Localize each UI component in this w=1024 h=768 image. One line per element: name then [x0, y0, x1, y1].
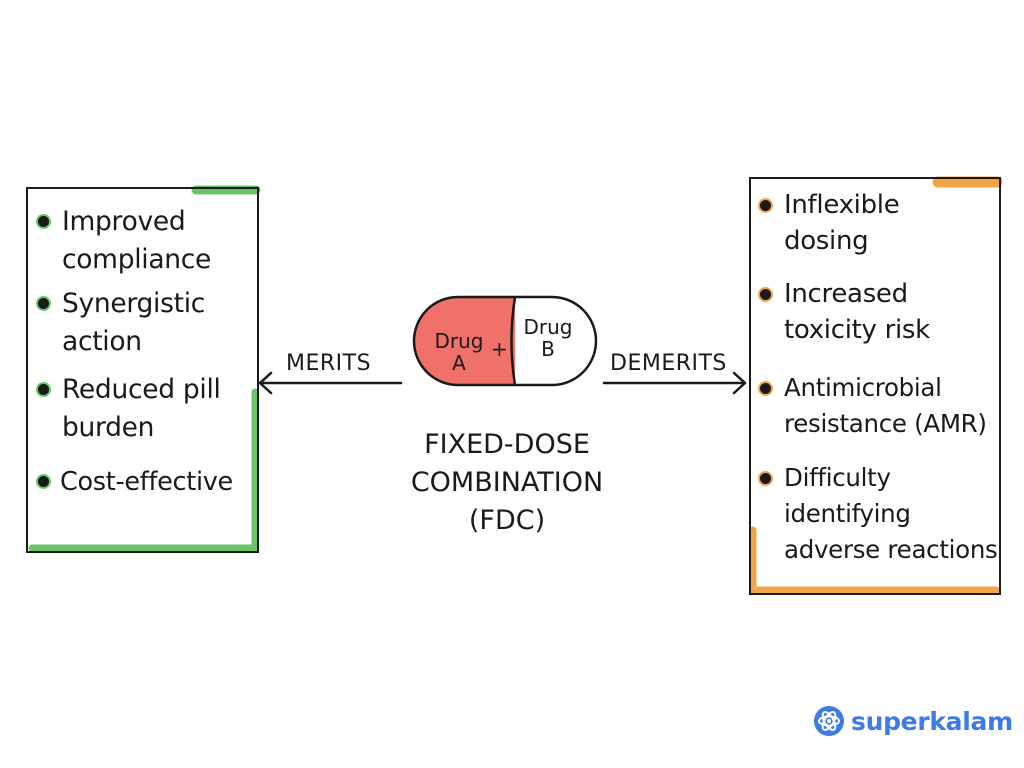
bullet-icon [38, 216, 49, 227]
brand-name: superkalam [851, 706, 1013, 736]
pill-plus: + [491, 337, 508, 361]
merits-item: Improved compliance [36, 203, 258, 285]
demerits-item-text: Increased toxicity risk [784, 279, 930, 345]
demerits-label: DEMERITS [610, 351, 727, 376]
bullet-icon [760, 383, 771, 394]
merits-item-text: Improved compliance [62, 206, 212, 275]
bullet-icon [38, 476, 49, 487]
merits-item-text: Synergistic action [62, 288, 206, 357]
pill-capsule-icon [412, 295, 598, 387]
bullet-icon [38, 298, 49, 309]
bullet-icon [760, 473, 771, 484]
merits-item: Synergistic action [36, 285, 258, 371]
merits-label: MERITS [286, 351, 372, 376]
brand-logo: superkalam [813, 705, 1013, 737]
merits-list: Improved compliance Synergistic action R… [36, 203, 258, 501]
merits-box [26, 187, 259, 553]
bullet-icon [760, 200, 771, 211]
center-title: FIXED-DOSE COMBINATION (FDC) [410, 429, 604, 536]
demerits-item-text: Antimicrobial resistance (AMR) [784, 373, 987, 438]
pill-right-label: Drug B [523, 315, 573, 361]
brand-logo-icon [814, 706, 844, 736]
pill-left-label: Drug A [434, 329, 484, 375]
demerits-item: Increased toxicity risk [758, 276, 1003, 370]
demerits-list: Inflexible dosing Increased toxicity ris… [758, 187, 1003, 568]
bullet-icon [38, 384, 49, 395]
demerits-box [749, 177, 1001, 595]
demerits-item: Difficulty identifying adverse reactions [758, 460, 1003, 568]
demerits-arrow [602, 371, 747, 395]
merits-item-text: Reduced pill burden [62, 374, 221, 443]
demerits-item: Antimicrobial resistance (AMR) [758, 370, 1003, 460]
demerits-item-text: Difficulty identifying adverse reactions [784, 463, 998, 564]
merits-arrow [258, 371, 403, 395]
merits-item: Reduced pill burden [36, 371, 258, 463]
demerits-item: Inflexible dosing [758, 187, 1003, 276]
demerits-item-text: Inflexible dosing [784, 190, 900, 256]
merits-item: Cost-effective [36, 463, 258, 501]
bullet-icon [760, 289, 771, 300]
merits-item-text: Cost-effective [60, 467, 233, 497]
